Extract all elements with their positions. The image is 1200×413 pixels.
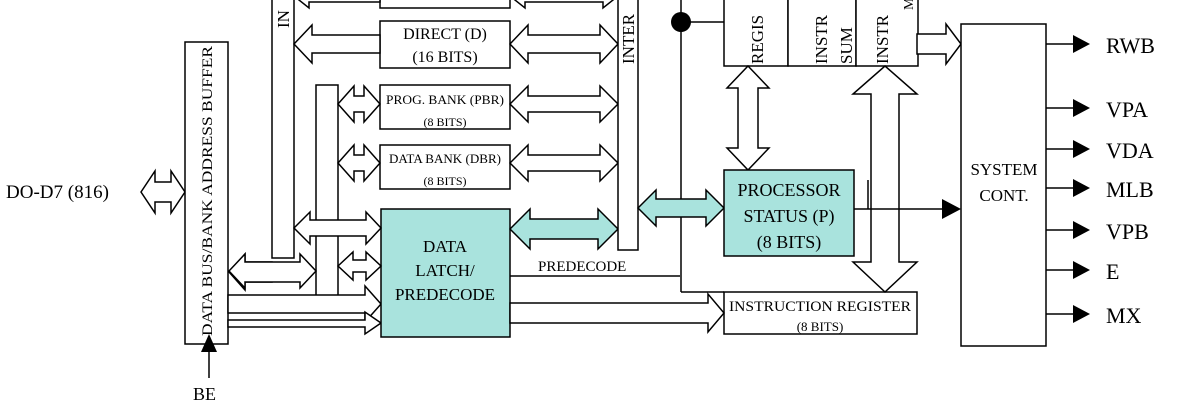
instr-block xyxy=(855,0,919,67)
latch-to-ir-arrow xyxy=(509,291,725,335)
output-mx: MX xyxy=(1046,303,1142,328)
output-label-mlb: MLB xyxy=(1106,177,1154,202)
latch-arrow-left-lower xyxy=(336,250,383,282)
instr-to-ir-arrow xyxy=(851,65,919,294)
output-label-e: E xyxy=(1106,259,1119,284)
left-internal-bus xyxy=(271,0,295,259)
instruction-register-name: INSTRUCTION REGISTER xyxy=(729,299,911,315)
processor-status-line1: PROCESSOR xyxy=(737,180,840,200)
instr-label: INSTR xyxy=(873,14,892,64)
output-vpa: VPA xyxy=(1046,97,1148,122)
output-label-rwb: RWB xyxy=(1106,33,1155,58)
instr-extra-label: M xyxy=(902,0,917,10)
system-control-line1: SYSTEM xyxy=(970,160,1037,179)
data-latch-line1: DATA xyxy=(423,237,468,256)
dbr-arrow-left xyxy=(336,143,382,183)
data-latch-line2: LATCH/ xyxy=(415,261,475,280)
latch-arrow-left-upper xyxy=(292,210,383,246)
regis-label: REGIS xyxy=(748,15,767,64)
output-label-vpa: VPA xyxy=(1106,97,1148,122)
output-rwb: RWB xyxy=(1046,33,1155,58)
be-label: BE xyxy=(193,384,216,404)
instruction-register-bits: (8 BITS) xyxy=(797,319,844,334)
output-signals: RWB VPA VDA MLB VPB E xyxy=(1046,33,1155,328)
prog-bank-register-name: PROG. BANK (PBR) xyxy=(386,93,504,107)
latch-arrow-right xyxy=(508,207,620,251)
regis-status-arrow xyxy=(725,64,771,172)
instr-sum-block xyxy=(787,0,857,67)
data-bus-buffer xyxy=(184,41,229,345)
pbr-arrow-left xyxy=(336,84,382,124)
output-label-vpb: VPB xyxy=(1106,219,1149,244)
mux-bar xyxy=(315,84,339,301)
data-bank-register-name: DATA BANK (DBR) xyxy=(389,152,501,166)
prog-bank-register-bits: (8 BITS) xyxy=(424,115,467,129)
instr-sum-label-2: SUM xyxy=(837,27,856,64)
direct-register-bits: (16 BITS) xyxy=(412,49,477,66)
processor-status xyxy=(723,169,855,257)
data-bus-buffer-label: DATA BUS/BANK ADDRESS BUFFER xyxy=(200,46,216,336)
direct-arrow-left xyxy=(292,23,381,65)
regis-block xyxy=(723,0,789,67)
data-latch-line3: PREDECODE xyxy=(395,285,495,304)
be-arrowhead xyxy=(201,334,217,352)
output-e: E xyxy=(1046,259,1119,284)
top-partial-arrow-left xyxy=(297,0,381,10)
processor-status-line3: (8 BITS) xyxy=(757,232,822,253)
top-partial-arrow-right xyxy=(513,0,615,10)
data-bank-register xyxy=(379,144,511,190)
middle-internal-bus-label: INTER xyxy=(619,13,638,64)
direct-arrow-right xyxy=(508,23,620,65)
buffer-to-latch-arrow-lower xyxy=(227,310,383,336)
output-vda: VDA xyxy=(1046,138,1154,163)
buffer-to-mux-arrow xyxy=(227,252,318,290)
middle-internal-bus xyxy=(617,0,639,251)
system-control-line2: CONT. xyxy=(979,186,1028,205)
pbr-arrow-right xyxy=(508,84,620,124)
instr-to-control-arrow xyxy=(916,21,962,67)
predecode-label: PREDECODE xyxy=(538,259,626,275)
prog-bank-register xyxy=(379,84,511,130)
output-label-mx: MX xyxy=(1106,303,1142,328)
left-internal-bus-label: IN xyxy=(274,10,293,28)
direct-register-name: DIRECT (D) xyxy=(403,26,487,43)
instr-sum-label-1: INSTR xyxy=(812,14,831,64)
output-vpb: VPB xyxy=(1046,219,1149,244)
data-bus-label: DO-D7 (816) xyxy=(6,182,109,203)
output-label-vda: VDA xyxy=(1106,138,1154,163)
dbr-arrow-right xyxy=(508,143,620,183)
status-to-control-arrowhead xyxy=(942,199,961,219)
processor-status-line2: STATUS (P) xyxy=(743,206,834,227)
external-bus-arrow xyxy=(140,168,186,216)
output-mlb: MLB xyxy=(1046,177,1154,202)
instruction-register xyxy=(723,291,918,335)
data-latch xyxy=(380,208,511,338)
top-partial-register xyxy=(379,0,511,9)
buffer-to-latch-arrow-upper xyxy=(227,284,383,324)
system-control xyxy=(960,23,1047,347)
data-bank-register-bits: (8 BITS) xyxy=(424,174,467,188)
